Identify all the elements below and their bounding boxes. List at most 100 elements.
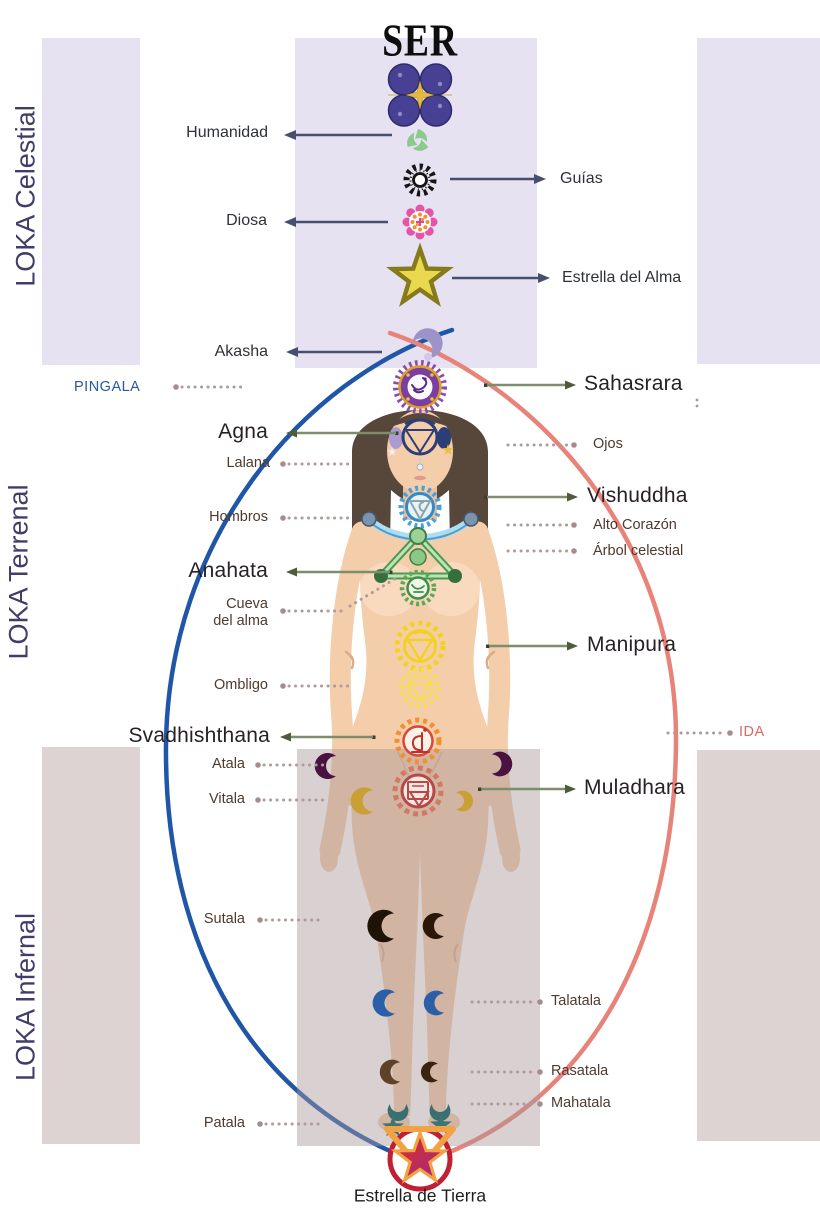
label-rasatala: Rasatala [551, 1063, 609, 1079]
vishuddha-arrow [484, 492, 578, 502]
akasha-moon-icon [410, 322, 449, 361]
pingala-label: PINGALA [74, 379, 141, 395]
label-anahata: Anahata [188, 559, 268, 582]
svadhishthana-chakra-icon [394, 717, 442, 765]
right-knee-crease [453, 943, 459, 963]
label-manipura: Manipura [587, 633, 677, 656]
label-alto-corazon: Alto Corazón [593, 517, 677, 533]
mahatala-dotted [470, 1101, 543, 1107]
dotted-pointers [173, 384, 733, 1127]
sahasrara-arrow [484, 380, 576, 390]
label-akasha: Akasha [214, 343, 268, 360]
label-arbol-celestial: Árbol celestial [593, 543, 684, 559]
right-elbow-crease [485, 650, 496, 670]
guias-arrow [450, 174, 546, 184]
talatala-dotted [470, 999, 543, 1005]
panel-infernal-center-overlay [297, 749, 540, 1146]
panel-infernal-right [697, 750, 820, 1141]
left-leg [351, 792, 421, 1116]
label-mahatala: Mahatala [551, 1095, 611, 1111]
anahata-arrow [286, 567, 393, 577]
label-hombros: Hombros [209, 509, 268, 525]
ida-arc [387, 330, 679, 1160]
pingala-dotted [173, 384, 244, 390]
background-panels [42, 38, 820, 1144]
label-estrella-del-alma: Estrella del Alma [562, 269, 682, 286]
lalana-dotted [280, 461, 352, 467]
label-atala: Atala [211, 756, 245, 772]
guides-flower-icon [403, 163, 437, 197]
label-agna: Agna [218, 420, 268, 443]
right-hand [502, 844, 520, 872]
section-loka-infernal: LOKA Infernal [10, 912, 41, 1082]
anahata-chakra-icon [374, 527, 462, 607]
lalana-pendant [416, 463, 424, 471]
ida-dotted [666, 730, 733, 736]
earth-star-icon [382, 1113, 456, 1192]
label-vitala: Vitala [208, 791, 245, 807]
cueva-alma-dotted [280, 575, 400, 614]
atala-dotted [255, 762, 328, 768]
panel-celestial-right [697, 38, 820, 364]
left-knee-crease [379, 943, 385, 963]
svadhishthana-arrow [280, 732, 376, 742]
diosa-arrow [284, 217, 388, 227]
muladhara-arrow [478, 784, 576, 794]
hombros-dotted [280, 515, 354, 521]
vitala-dotted [255, 797, 328, 803]
section-loka-celestial: LOKA Celestial [10, 105, 41, 287]
left-hand [320, 844, 338, 872]
label-ojos: Ojos [593, 436, 623, 452]
panel-infernal-left [42, 747, 140, 1144]
alto-corazon-dotted [506, 522, 577, 528]
label-patala: Patala [203, 1115, 245, 1131]
section-loka-terrenal: LOKA Terrenal [3, 484, 34, 660]
manipura-arrow [486, 641, 578, 651]
humanidad-arrow [284, 130, 392, 140]
label-sutala: Sutala [203, 911, 245, 927]
celestial-symbols [387, 63, 453, 361]
label-talatala: Talatala [551, 993, 601, 1009]
label-sahasrara: Sahasrara [584, 372, 683, 395]
label-muladhara: Muladhara [584, 776, 686, 799]
body-chakras [374, 360, 462, 817]
left-elbow-crease [344, 650, 355, 670]
panel-celestial-left [42, 38, 140, 365]
agna-chakra-icon [387, 418, 454, 456]
rasatala-dotted [470, 1069, 543, 1075]
estrella-alma-arrow [452, 273, 550, 283]
right-arm [467, 521, 521, 861]
lips [414, 475, 426, 481]
ojos-dotted [506, 442, 577, 448]
agna-arrow [286, 428, 399, 438]
akasha-arrow [286, 347, 382, 357]
label-svadhishthana: Svadhishthana [128, 724, 270, 747]
goddess-flower-icon [402, 204, 438, 240]
label-guias: Guías [560, 170, 603, 187]
arbol-celestial-dotted [506, 548, 577, 554]
label-diosa: Diosa [226, 212, 267, 229]
vishuddha-chakra-icon [398, 485, 442, 529]
muladhara-chakra-icon [392, 765, 444, 817]
label-estrella-de-tierra: Estrella de Tierra [353, 1185, 487, 1206]
navel-chakra-icon [399, 667, 441, 709]
right-shoulder-dot [463, 511, 479, 527]
energy-arcs [163, 327, 679, 1166]
label-lalana: Lalana [226, 455, 270, 471]
stray-dot [695, 398, 699, 402]
patala-dotted [257, 1121, 326, 1127]
stray-dot [695, 404, 699, 408]
navy-arrows [284, 130, 550, 357]
left-arm [319, 521, 373, 861]
left-shoulder-dot [361, 511, 377, 527]
label-cueva-line2: del alma [213, 613, 268, 630]
pingala-arc [163, 327, 455, 1166]
bangs [385, 413, 455, 430]
green-arrows [280, 380, 578, 794]
ombligo-dotted [280, 683, 350, 689]
soul-group-spheres-icon [387, 63, 453, 127]
sahasrara-chakra-icon [393, 360, 447, 414]
